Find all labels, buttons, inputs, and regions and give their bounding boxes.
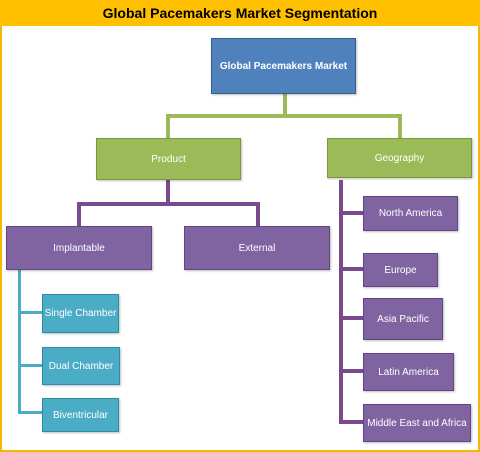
node-latin-america: Latin America — [363, 353, 454, 391]
connector-to-external — [256, 202, 260, 226]
node-geography: Geography — [327, 138, 472, 178]
connector-geo-5 — [339, 420, 363, 424]
connector-impl-3 — [18, 411, 42, 414]
node-product: Product — [96, 138, 241, 180]
connector-impl-2 — [18, 364, 42, 367]
node-implantable: Implantable — [6, 226, 152, 270]
connector-to-geography — [398, 114, 402, 138]
node-single-chamber: Single Chamber — [42, 294, 119, 333]
connector-geography-spine — [339, 180, 343, 424]
node-external: External — [184, 226, 330, 270]
node-asia-pacific: Asia Pacific — [363, 298, 443, 340]
connector-to-product — [166, 114, 170, 138]
node-north-america: North America — [363, 196, 458, 231]
node-root: Global Pacemakers Market — [211, 38, 356, 94]
connector-geo-4 — [339, 369, 363, 373]
connector-geo-2 — [339, 267, 363, 271]
connector-impl-1 — [18, 311, 42, 314]
connector-root-horizontal — [166, 114, 402, 118]
connector-product-down — [166, 180, 170, 204]
diagram-title: Global Pacemakers Market Segmentation — [0, 0, 480, 26]
connector-implantable-spine — [18, 270, 21, 414]
connector-root-down — [283, 94, 287, 116]
connector-geo-1 — [339, 211, 363, 215]
node-middle-east-africa: Middle East and Africa — [363, 404, 471, 442]
node-biventricular: Biventricular — [42, 398, 119, 432]
node-europe: Europe — [363, 253, 438, 287]
node-dual-chamber: Dual Chamber — [42, 347, 120, 385]
connector-product-horizontal — [77, 202, 260, 206]
connector-to-implantable — [77, 202, 81, 226]
connector-geo-3 — [339, 316, 363, 320]
